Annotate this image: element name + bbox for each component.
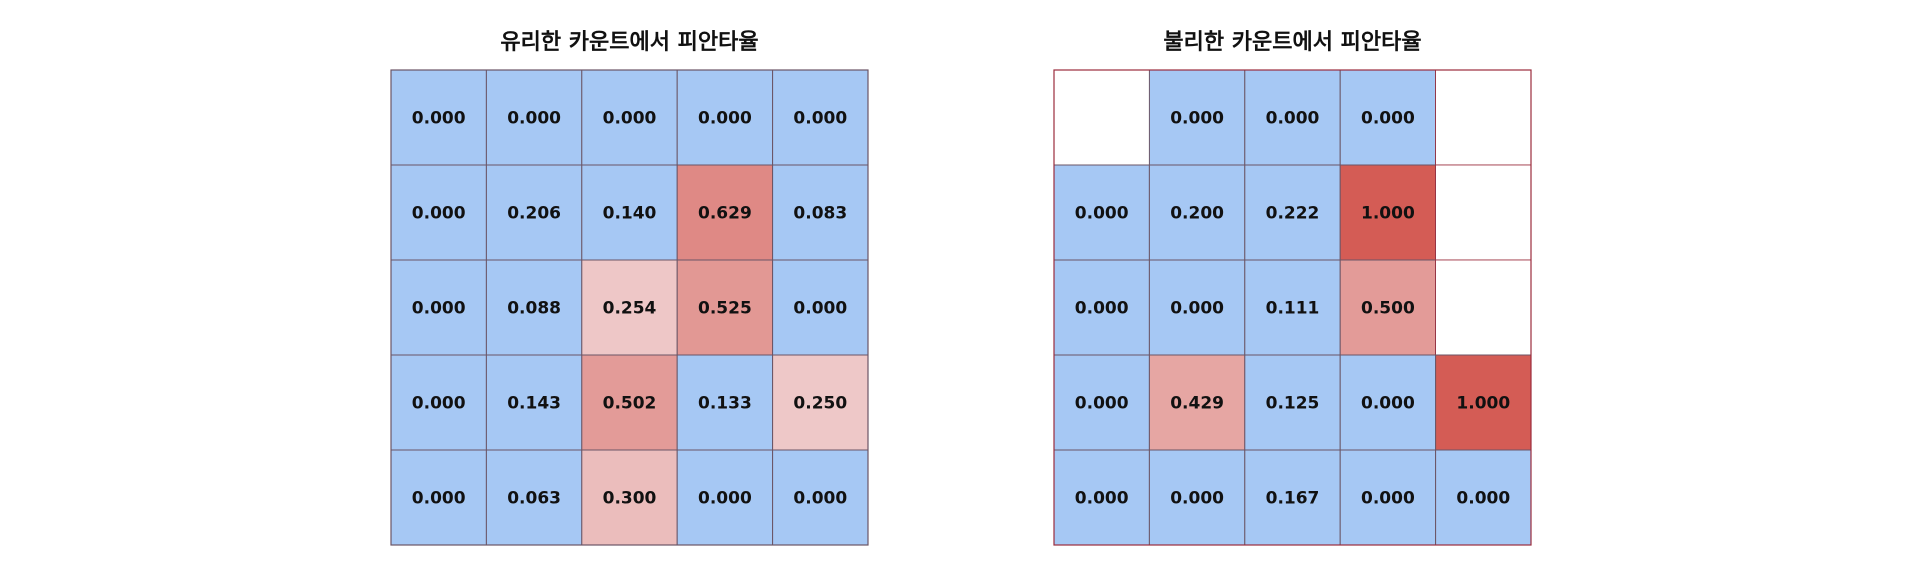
heatmap-cell-label-unfavorable-r4-c3: 0.000 (1361, 489, 1415, 509)
heatmap-cell-label-favorable-r4-c0: 0.000 (412, 489, 466, 509)
heatmap-cell-label-favorable-r0-c4: 0.000 (793, 109, 847, 129)
panel-title-unfavorable: 불리한 카운트에서 피안타율 (1163, 30, 1421, 55)
heatmap-cell-favorable-r2-c1 (485, 259, 583, 356)
heatmap-cell-label-unfavorable-r1-c0: 0.000 (1075, 204, 1129, 224)
heatmap-cell-label-unfavorable-r4-c2: 0.167 (1266, 489, 1320, 509)
heatmap-cells-unfavorable: 0.000 0.000 0.000 0.000 0.200 0.222 1.000 0.000… (1053, 69, 1532, 546)
heatmap-cell-unfavorable-r2-c4 (1435, 259, 1532, 356)
heatmap-cell-favorable-r3-c2 (581, 354, 678, 451)
heatmap-cell-favorable-r0-c3 (676, 69, 774, 166)
heatmap-cell-label-unfavorable-r2-c1: 0.000 (1170, 299, 1224, 319)
heatmap-cell-label-favorable-r4-c3: 0.000 (698, 489, 752, 509)
heatmap-cell-unfavorable-r4-c3 (1339, 449, 1437, 546)
heatmap-cell-label-unfavorable-r3-c3: 0.000 (1361, 394, 1415, 414)
heatmap-cell-favorable-r3-c4 (772, 354, 869, 451)
heatmap-cell-label-unfavorable-r2-c3: 0.500 (1361, 299, 1415, 319)
heatmap-cell-favorable-r2-c2 (581, 259, 678, 356)
heatmap-cell-label-unfavorable-r0-c1: 0.000 (1170, 109, 1224, 129)
heatmap-cell-favorable-r4-c4 (772, 449, 869, 546)
panel-title-favorable: 유리한 카운트에서 피안타율 (500, 30, 758, 55)
heatmap-frame-unfavorable (1053, 69, 1532, 546)
heatmap-cell-label-unfavorable-r2-c2: 0.111 (1266, 299, 1320, 319)
heatmap-cell-label-favorable-r0-c3: 0.000 (698, 109, 752, 129)
heatmap-cell-unfavorable-r4-c2 (1244, 449, 1341, 546)
heatmap-cell-label-unfavorable-r3-c1: 0.429 (1170, 394, 1224, 414)
heatmap-cell-favorable-r1-c2 (581, 164, 678, 261)
heatmap-cell-favorable-r1-c0 (390, 164, 487, 261)
heatmap-panel-unfavorable: 불리한 카운트에서 피안타율 0.000 0.000 0.000 0.000 0.200… (1053, 30, 1532, 546)
heatmap-cell-label-favorable-r3-c4: 0.250 (793, 394, 847, 414)
heatmap-cell-favorable-r0-c1 (485, 69, 583, 166)
heatmap-frame-favorable (390, 69, 869, 546)
heatmap-cell-label-unfavorable-r1-c1: 0.200 (1170, 204, 1224, 224)
heatmap-cell-label-favorable-r4-c2: 0.300 (603, 489, 657, 509)
heatmap-cell-label-unfavorable-r0-c2: 0.000 (1266, 109, 1320, 129)
heatmap-cell-favorable-r4-c0 (390, 449, 487, 546)
heatmap-cell-label-favorable-r3-c1: 0.143 (507, 394, 561, 414)
heatmap-cell-unfavorable-r2-c2 (1244, 259, 1341, 356)
heatmap-cell-unfavorable-r1-c1 (1148, 164, 1246, 261)
heatmap-cell-label-favorable-r0-c1: 0.000 (507, 109, 561, 129)
heatmap-cell-label-unfavorable-r4-c1: 0.000 (1170, 489, 1224, 509)
heatmap-cell-label-favorable-r3-c2: 0.502 (603, 394, 657, 414)
heatmap-cell-label-favorable-r1-c3: 0.629 (698, 204, 752, 224)
heatmap-cell-unfavorable-r3-c3 (1339, 354, 1437, 451)
heatmap-cell-label-unfavorable-r3-c0: 0.000 (1075, 394, 1129, 414)
heatmap-cell-label-unfavorable-r1-c2: 0.222 (1266, 204, 1320, 224)
heatmap-cell-favorable-r3-c1 (485, 354, 583, 451)
heatmap-cell-label-unfavorable-r2-c0: 0.000 (1075, 299, 1129, 319)
heatmap-cell-unfavorable-r0-c3 (1339, 69, 1437, 166)
heatmap-cell-label-favorable-r2-c4: 0.000 (793, 299, 847, 319)
heatmap-cell-favorable-r2-c3 (676, 259, 774, 356)
heatmap-cell-unfavorable-r4-c4 (1435, 449, 1532, 546)
heatmap-cell-unfavorable-r3-c4 (1435, 354, 1532, 451)
heatmap-cell-label-favorable-r1-c1: 0.206 (507, 204, 561, 224)
heatmap-cell-unfavorable-r0-c4 (1435, 69, 1532, 166)
heatmap-cell-label-favorable-r2-c3: 0.525 (698, 299, 752, 319)
heatmap-cell-label-favorable-r1-c4: 0.083 (793, 204, 847, 224)
heatmap-cell-label-favorable-r3-c0: 0.000 (412, 394, 466, 414)
heatmap-cell-unfavorable-r1-c4 (1435, 164, 1532, 261)
heatmap-cell-label-favorable-r4-c4: 0.000 (793, 489, 847, 509)
heatmap-cell-label-favorable-r0-c2: 0.000 (603, 109, 657, 129)
heatmap-cell-label-favorable-r2-c0: 0.000 (412, 299, 466, 319)
heatmap-cells-favorable: 0.000 0.000 0.000 0.000 0.000 0.000 0.206 0.140… (390, 69, 869, 546)
heatmap-cell-unfavorable-r1-c0 (1053, 164, 1150, 261)
heatmap-cell-label-favorable-r4-c1: 0.063 (507, 489, 561, 509)
heatmap-cell-label-favorable-r0-c0: 0.000 (412, 109, 466, 129)
heatmap-cell-unfavorable-r3-c1 (1148, 354, 1246, 451)
heatmap-cell-label-favorable-r2-c2: 0.254 (603, 299, 657, 319)
heatmap-cell-favorable-r0-c0 (390, 69, 487, 166)
heatmap-cell-favorable-r3-c3 (676, 354, 774, 451)
heatmap-cell-unfavorable-r0-c0 (1053, 69, 1150, 166)
heatmap-cell-label-favorable-r1-c2: 0.140 (603, 204, 657, 224)
heatmap-cell-label-unfavorable-r4-c0: 0.000 (1075, 489, 1129, 509)
heatmap-cell-unfavorable-r0-c1 (1148, 69, 1246, 166)
heatmap-cell-favorable-r1-c4 (772, 164, 869, 261)
heatmap-cell-favorable-r0-c4 (772, 69, 869, 166)
heatmap-cell-label-favorable-r1-c0: 0.000 (412, 204, 466, 224)
heatmap-cell-label-favorable-r2-c1: 0.088 (507, 299, 561, 319)
heatmap-cell-unfavorable-r3-c2 (1244, 354, 1341, 451)
heatmap-cell-label-unfavorable-r0-c3: 0.000 (1361, 109, 1415, 129)
heatmap-cell-unfavorable-r1-c3 (1339, 164, 1437, 261)
heatmap-cell-label-unfavorable-r1-c3: 1.000 (1361, 204, 1415, 224)
heatmap-cell-label-unfavorable-r3-c2: 0.125 (1266, 394, 1320, 414)
heatmap-cell-label-unfavorable-r3-c4: 1.000 (1456, 394, 1510, 414)
heatmap-cell-label-favorable-r3-c3: 0.133 (698, 394, 752, 414)
heatmap-cell-unfavorable-r1-c2 (1244, 164, 1341, 261)
heatmap-cell-unfavorable-r0-c2 (1244, 69, 1341, 166)
heatmap-cell-label-unfavorable-r4-c4: 0.000 (1456, 489, 1510, 509)
heatmap-cell-favorable-r2-c4 (772, 259, 869, 356)
heatmap-cell-favorable-r4-c2 (581, 449, 678, 546)
heatmap-cell-favorable-r4-c1 (485, 449, 583, 546)
